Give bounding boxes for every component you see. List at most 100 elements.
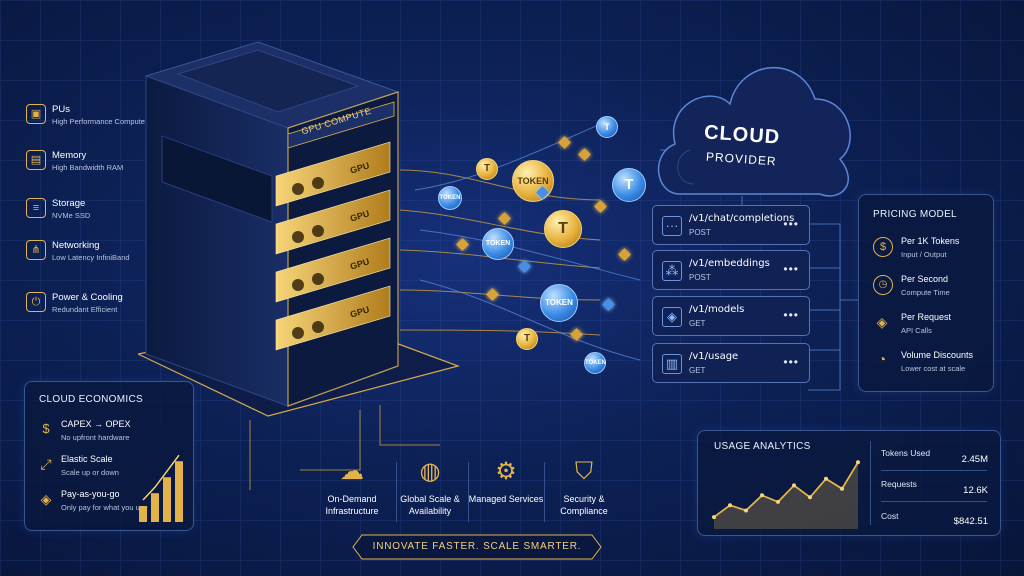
endpoint-method: POST <box>689 273 711 282</box>
growth-bar <box>175 461 183 522</box>
growth-trend-line <box>142 454 180 501</box>
token-coin: TOKEN <box>438 186 462 210</box>
trend-point <box>792 483 796 488</box>
token-coin: T <box>612 168 646 202</box>
stat-label: Cost <box>881 511 899 521</box>
trend-point <box>840 486 844 491</box>
stat-value: $842.51 <box>953 516 988 527</box>
token-coin: TOKEN <box>540 284 578 322</box>
component-desc: Redundant Efficient <box>52 305 118 314</box>
endpoint-method: GET <box>689 366 706 375</box>
pricing-title: PRICING MODEL <box>873 209 957 220</box>
token-coin: T <box>544 210 582 248</box>
chip-icon: ▣ <box>26 104 46 124</box>
tagline: INNOVATE FASTER. SCALE SMARTER. <box>372 541 582 552</box>
component-title: Memory <box>52 150 87 161</box>
pricing-item-title: Per Second <box>901 274 949 284</box>
stat-value: 12.6K <box>963 485 988 496</box>
component-desc: High Performance Compute <box>52 117 145 126</box>
trend-area <box>714 462 858 529</box>
usage-trend-chart <box>712 460 860 529</box>
bar-chart-icon: ▥ <box>662 354 682 374</box>
trend-point <box>776 499 780 504</box>
pricing-panel: PRICING MODEL $ Per 1K Tokens Input / Ou… <box>858 194 994 392</box>
growth-bar <box>151 493 159 522</box>
more-icon[interactable]: ••• <box>783 308 799 322</box>
pricing-item-desc: Input / Output <box>901 250 947 259</box>
memory-icon: ▤ <box>26 150 46 170</box>
service-global-scale: ◍ Global Scale & Availability <box>390 455 470 517</box>
economics-item-title: Pay-as-you-go <box>61 489 120 499</box>
endpoint-path: /v1/usage <box>689 351 739 362</box>
cloud-download-icon: ☁ <box>340 458 364 485</box>
service-label: Managed Services <box>468 494 544 504</box>
stat-value: 2.45M <box>961 454 988 465</box>
economics-panel: CLOUD ECONOMICS $ CAPEX → OPEX No upfron… <box>24 381 194 531</box>
divider <box>544 462 545 522</box>
component-desc: High Bandwidth RAM <box>52 163 124 172</box>
more-icon[interactable]: ••• <box>783 217 799 231</box>
growth-bar <box>163 477 171 522</box>
stat-label: Tokens Used <box>881 448 931 458</box>
analytics-panel: USAGE ANALYTICS <box>697 430 1001 536</box>
pricing-item-title: Per Request <box>901 312 952 322</box>
box-icon: ◈ <box>40 491 52 507</box>
token-coin: T <box>476 158 498 180</box>
divider <box>468 462 469 522</box>
component-desc: NVMe SSD <box>52 211 91 220</box>
embedding-icon: ⁂ <box>662 261 682 281</box>
endpoint-models[interactable]: ◈ /v1/models GET ••• <box>652 296 810 336</box>
endpoint-path: /v1/models <box>689 304 745 315</box>
component-desc: Low Latency InfiniBand <box>52 253 130 262</box>
cube-icon: ◈ <box>662 307 682 327</box>
trend-point <box>808 495 812 500</box>
trend-line <box>713 461 859 518</box>
endpoint-method: GET <box>689 319 706 328</box>
component-title: PUs <box>52 104 70 115</box>
economics-item-desc: Only pay for what you use <box>61 503 148 512</box>
economics-title: CLOUD ECONOMICS <box>39 394 143 405</box>
trend-point <box>760 493 764 498</box>
service-security: ⛉ Security & Compliance <box>544 455 624 517</box>
tagline-frame <box>352 534 602 560</box>
service-managed: ⚙ Managed Services <box>466 455 546 505</box>
box-icon: ◈ <box>876 314 888 330</box>
service-label: Security & Compliance <box>560 494 608 516</box>
endpoint-usage[interactable]: ▥ /v1/usage GET ••• <box>652 343 810 383</box>
component-title: Networking <box>52 240 100 251</box>
token-coin: TOKEN <box>584 352 606 374</box>
pricing-item-title: Per 1K Tokens <box>901 236 960 246</box>
cloud-shape <box>658 66 851 197</box>
gpu-slabs <box>275 141 391 351</box>
token-coin: TOKEN <box>512 160 554 202</box>
more-icon[interactable]: ••• <box>783 262 799 276</box>
token-coin: T <box>596 116 618 138</box>
endpoint-embeddings[interactable]: ⁂ /v1/embeddings POST ••• <box>652 250 810 290</box>
pricing-item-desc: Compute Time <box>901 288 950 297</box>
analytics-title: USAGE ANALYTICS <box>714 441 811 452</box>
scale-icon: ⤢ <box>40 456 52 472</box>
power-icon: ⏻ <box>26 292 46 312</box>
endpoint-path: /v1/embeddings <box>689 258 770 269</box>
service-on-demand: ☁ On-Demand Infrastructure <box>312 455 392 517</box>
dollar-icon: $ <box>873 237 893 257</box>
more-icon[interactable]: ••• <box>783 355 799 369</box>
trend-point <box>728 503 732 508</box>
economics-item-title: Elastic Scale <box>61 454 113 464</box>
server-rack <box>138 41 460 417</box>
globe-icon: ◍ <box>419 458 441 485</box>
pie-chart-icon: ◔ <box>877 351 887 367</box>
stat-label: Requests <box>881 479 917 489</box>
service-label: On-Demand Infrastructure <box>325 494 379 516</box>
chat-icon: ··· <box>662 216 682 236</box>
pricing-item-desc: Lower cost at scale <box>901 364 966 373</box>
component-title: Storage <box>52 198 86 209</box>
dollar-swap-icon: $ <box>42 421 50 436</box>
endpoint-method: POST <box>689 228 711 237</box>
economics-item-desc: Scale up or down <box>61 468 119 477</box>
trend-point <box>824 476 828 481</box>
endpoint-chat-completions[interactable]: ··· /v1/chat/completions POST ••• <box>652 205 810 245</box>
token-coin: T <box>516 328 538 350</box>
network-icon: ⋔ <box>26 240 46 260</box>
